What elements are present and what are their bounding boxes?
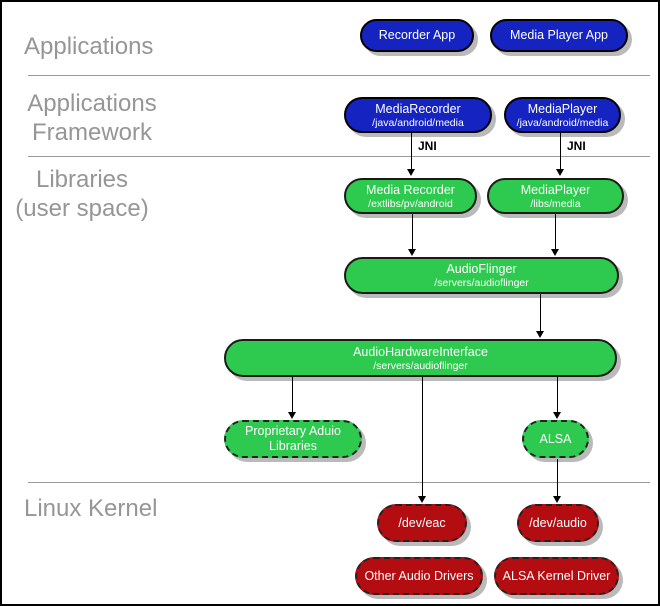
node-subtitle: /java/android/media xyxy=(516,116,609,129)
node-dev-audio: /dev/audio xyxy=(517,504,599,542)
node-title: ALSA xyxy=(539,431,572,446)
layer-label-line: Libraries xyxy=(35,166,129,193)
node-alsa: ALSA xyxy=(522,420,589,458)
node-title: Recorder App xyxy=(378,28,456,42)
edge-line xyxy=(292,377,293,413)
node-proprietary-audio-libraries: Proprietary Aduio Libraries xyxy=(224,420,362,458)
layer-label-linux-kernel: Linux Kernel xyxy=(24,495,158,522)
divider-libraries-kernel xyxy=(28,482,650,483)
jni-label: JNI xyxy=(567,139,586,153)
node-mediarecorder-framework: MediaRecorder /java/android/media xyxy=(344,97,492,133)
node-audioflinger: AudioFlinger /servers/audioflinger xyxy=(344,257,619,294)
jni-label: JNI xyxy=(418,139,437,153)
node-mediaplayer-framework: MediaPlayer /java/android/media xyxy=(504,97,621,133)
arrow-head xyxy=(551,249,559,256)
node-title: Proprietary Aduio xyxy=(245,424,341,438)
node-title: MediaPlayer xyxy=(527,101,598,116)
node-title: ALSA Kernel Driver xyxy=(502,568,611,583)
layer-label-line: (user space) xyxy=(15,195,149,222)
arrow-head xyxy=(408,249,416,256)
node-alsa-kernel-driver: ALSA Kernel Driver xyxy=(494,557,619,595)
arrow-head xyxy=(407,169,415,176)
arrow-head xyxy=(553,412,561,419)
node-subtitle: /libs/media xyxy=(530,197,581,210)
node-title: /dev/audio xyxy=(529,515,587,530)
arrow-head xyxy=(553,496,561,503)
edge-line xyxy=(555,214,556,250)
node-title: Media Player App xyxy=(510,28,608,42)
node-subtitle: /servers/audioflinger xyxy=(434,277,529,289)
layer-label-line: Applications xyxy=(27,90,157,117)
node-title: AudioFlinger xyxy=(446,262,517,276)
node-title: Libraries xyxy=(269,439,317,453)
node-title: Other Audio Drivers xyxy=(364,568,474,583)
layer-label-line: Framework xyxy=(31,119,152,146)
edge-line xyxy=(411,133,412,170)
node-media-player-app: Media Player App xyxy=(490,19,628,52)
edge-line xyxy=(540,294,541,332)
divider-applications-framework xyxy=(28,75,650,76)
edge-line xyxy=(412,214,413,250)
node-title: /dev/eac xyxy=(398,515,446,530)
node-subtitle: /java/android/media xyxy=(372,116,464,129)
arrow-head xyxy=(418,496,426,503)
divider-framework-libraries xyxy=(28,156,650,157)
node-subtitle: /extlibs/pv/android xyxy=(368,197,453,210)
layer-label-libraries: Libraries(user space) xyxy=(12,165,152,223)
node-title: AudioHardwareInterface xyxy=(353,344,488,359)
node-title: MediaPlayer xyxy=(520,182,591,197)
edge-line xyxy=(557,459,558,497)
arrow-head xyxy=(556,169,564,176)
edge-line xyxy=(560,133,561,170)
arrow-head xyxy=(288,412,296,419)
node-recorder-app: Recorder App xyxy=(360,19,474,52)
edge-line xyxy=(422,377,423,497)
edge-line xyxy=(557,377,558,413)
layer-label-applications: Applications xyxy=(24,33,154,60)
node-other-audio-drivers: Other Audio Drivers xyxy=(355,557,483,595)
node-audiohardwareinterface: AudioHardwareInterface /servers/audiofli… xyxy=(224,339,617,377)
node-subtitle: /servers/audioflinger xyxy=(373,359,468,372)
node-mediaplayer-lib: MediaPlayer /libs/media xyxy=(487,178,624,214)
node-media-recorder-lib: Media Recorder /extlibs/pv/android xyxy=(344,178,477,214)
node-dev-eac: /dev/eac xyxy=(377,504,467,542)
node-title: Media Recorder xyxy=(366,182,455,197)
arrow-head xyxy=(536,331,544,338)
node-title: MediaRecorder xyxy=(375,101,461,116)
